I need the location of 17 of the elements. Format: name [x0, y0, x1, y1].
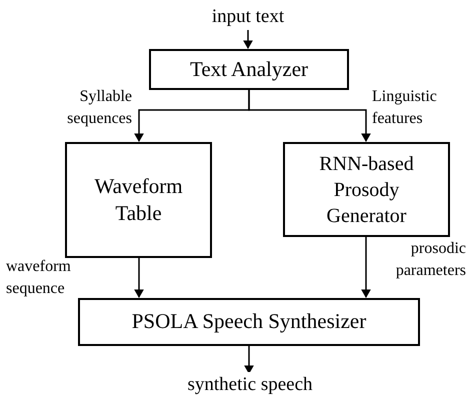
- box-label: Waveform Table: [93, 172, 184, 227]
- box-label: Text Analyzer: [190, 56, 308, 83]
- box-label: PSOLA Speech Synthesizer: [132, 308, 366, 336]
- arrow: [248, 90, 370, 142]
- arrow: [244, 28, 252, 48]
- arrow: [362, 237, 370, 298]
- arrow: [134, 258, 144, 298]
- edge-label: Syllable sequences: [66, 87, 132, 129]
- process-box: [65, 142, 212, 258]
- process-box: [149, 49, 349, 90]
- box-label: RNN-based Prosody Generator: [318, 152, 415, 228]
- process-box: [78, 298, 420, 346]
- arrow: [244, 346, 254, 374]
- edge-label: prosodic parameters: [394, 239, 466, 281]
- process-box: [283, 142, 450, 237]
- edge-label: waveform sequence: [6, 257, 72, 299]
- edge-label: Linguistic features: [372, 87, 438, 129]
